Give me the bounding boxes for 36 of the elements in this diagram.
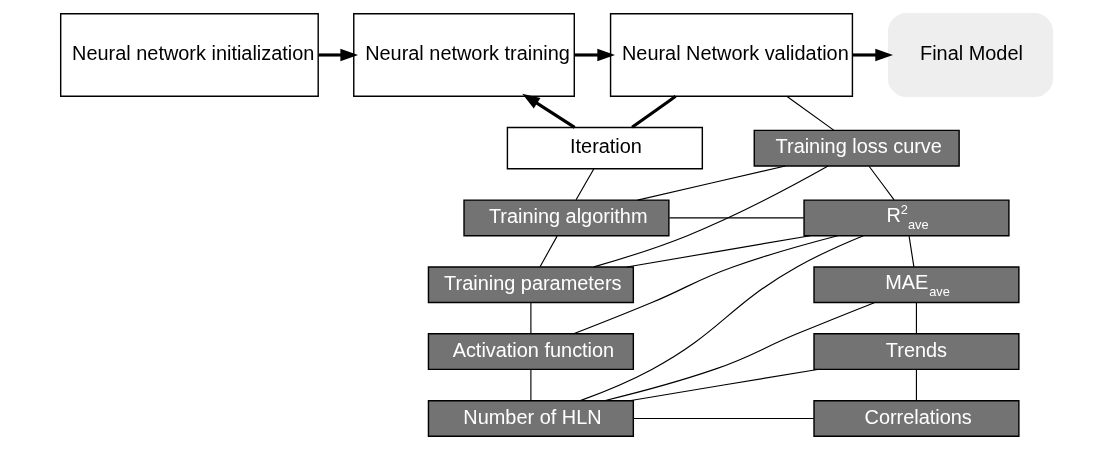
node-box: Training parameters <box>427 266 635 304</box>
node-box: Neural Network validation <box>609 13 854 97</box>
arrow <box>852 48 893 62</box>
connector <box>603 302 875 402</box>
connector <box>868 165 895 201</box>
connector <box>530 302 532 335</box>
node-box: Final Model <box>888 13 1053 97</box>
connector <box>530 369 532 402</box>
connector <box>573 235 839 335</box>
connector <box>786 95 835 131</box>
connector <box>908 235 915 268</box>
connector <box>631 95 677 129</box>
connector <box>575 168 595 201</box>
arrow <box>574 48 615 62</box>
node-box: Training algorithm <box>463 199 670 237</box>
connector <box>636 165 786 201</box>
arrow <box>522 93 576 129</box>
arrow <box>318 48 359 62</box>
connector <box>626 235 811 268</box>
node-box: MAE$_{ave}$ <box>813 266 1020 304</box>
connector <box>539 235 558 268</box>
node-box: Training loss curve <box>753 129 960 167</box>
node-box: Correlations <box>813 400 1020 437</box>
connector <box>915 302 917 335</box>
node-box: Iteration <box>506 126 704 170</box>
connector <box>668 217 805 219</box>
node-box: Activation function <box>427 333 635 371</box>
connector <box>915 369 917 402</box>
connector <box>579 235 864 402</box>
connector <box>628 368 819 402</box>
node-box: Trends <box>813 333 1020 371</box>
node-box: Neural network initialization <box>60 13 319 97</box>
connector <box>633 417 815 420</box>
connector <box>593 165 829 268</box>
node-box: Number of HLN <box>427 400 635 437</box>
node-box: Neural network training <box>353 13 575 97</box>
